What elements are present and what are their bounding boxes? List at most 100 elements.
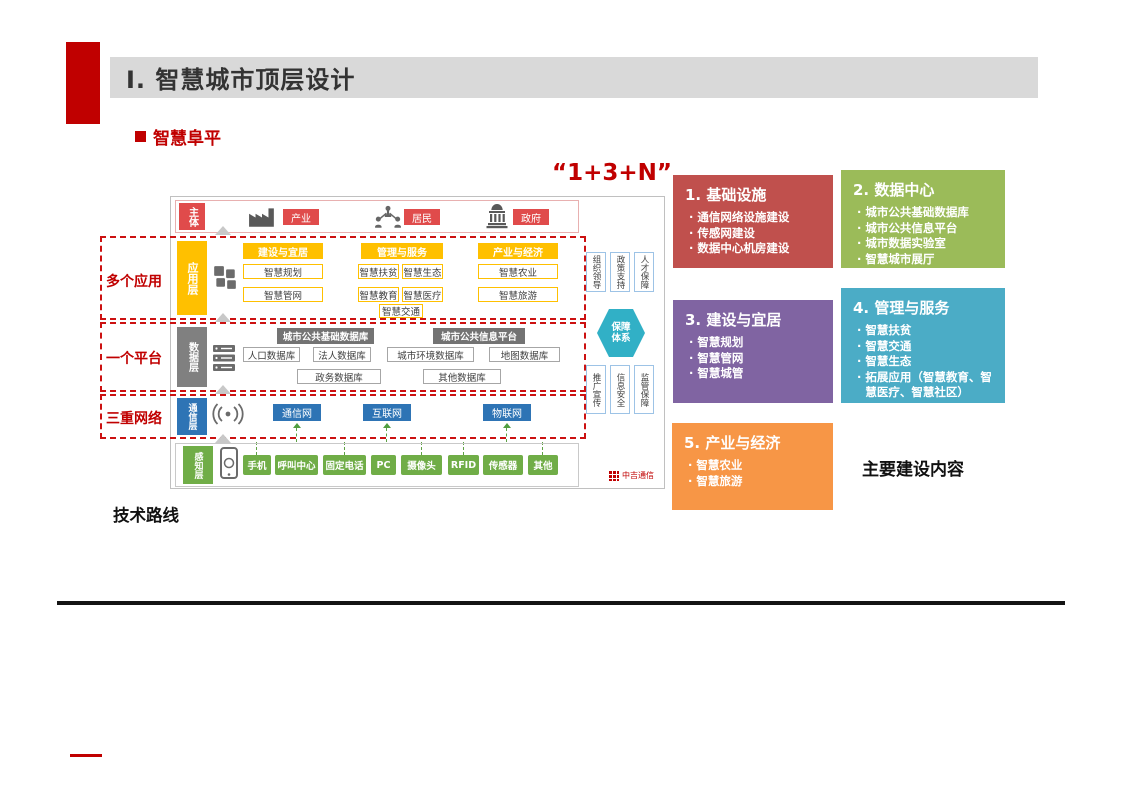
app-item-smart-traffic: 智慧交通 [379, 304, 423, 318]
device-sensor: 传感器 [483, 455, 523, 475]
tech-route-label: 技术路线 [113, 506, 179, 525]
vendor-name: 中吉通信 [622, 471, 654, 480]
device-call-center: 呼叫中心 [275, 455, 318, 475]
build-box-management: 4. 管理与服务 智慧扶贫 智慧交通 智慧生态 拓展应用（智慧教育、智慧医疗、智… [841, 288, 1005, 403]
guard-supervision: 监管保障 [634, 365, 654, 414]
build-box-title: 1. 基础设施 [685, 186, 767, 204]
app-item-smart-education: 智慧教育 [358, 287, 399, 302]
app-item-smart-poverty: 智慧扶贫 [358, 264, 399, 279]
app-group3-header: 产业与经济 [478, 243, 558, 259]
device-other: 其他 [528, 455, 558, 475]
db-other: 其他数据库 [423, 369, 501, 384]
corner-red-mark [70, 754, 102, 757]
smartphone-icon [220, 447, 238, 479]
vendor-grid-icon [608, 470, 619, 481]
guarantee-hexagon-label: 保障体系 [611, 321, 631, 344]
app-item-smart-planning: 智慧规划 [243, 264, 323, 279]
build-box-item: 智慧城管 [685, 366, 821, 382]
wireless-icon [212, 403, 244, 425]
device-landline: 固定电话 [323, 455, 366, 475]
subtitle-text: 智慧阜平 [153, 128, 221, 149]
connector-line [296, 428, 297, 442]
app-group1-header: 建设与宜居 [243, 243, 323, 259]
guard-talent: 人才保障 [634, 252, 654, 292]
connector-line [421, 442, 422, 455]
subject-item-residents: 居民 [404, 209, 440, 225]
build-box-item: 数据中心机房建设 [685, 241, 821, 257]
data-row-outline [100, 322, 586, 392]
connector-line [386, 428, 387, 442]
build-box-item: 智慧城市展厅 [853, 252, 993, 268]
device-camera: 摄像头 [401, 455, 442, 475]
build-box-item: 城市数据实验室 [853, 236, 993, 252]
perception-row [175, 443, 579, 487]
communication-layer-label: 通信层 [177, 398, 207, 435]
net-communication: 通信网 [273, 404, 321, 421]
title-accent-bar [66, 42, 100, 124]
data-header-basic-db: 城市公共基础数据库 [277, 328, 374, 344]
build-box-title: 4. 管理与服务 [853, 299, 950, 317]
app-item-smart-medical: 智慧医疗 [402, 287, 443, 302]
build-box-item: 智慧扶贫 [853, 323, 993, 339]
arrow-up-icon [383, 423, 391, 428]
subject-item-industry: 产业 [283, 209, 319, 225]
net-internet: 互联网 [363, 404, 411, 421]
device-rfid: RFID [448, 455, 479, 475]
apps-blocks-icon [214, 266, 236, 289]
connector-line [506, 428, 507, 442]
build-box-title: 3. 建设与宜居 [685, 311, 782, 329]
server-icon [213, 345, 235, 371]
factory-icon [249, 208, 274, 227]
bullet-square-icon [135, 130, 146, 142]
arrow-up-icon [503, 423, 511, 428]
app-group2-header: 管理与服务 [361, 243, 443, 259]
db-map: 地图数据库 [489, 347, 560, 362]
connector-line [463, 442, 464, 455]
build-box-title: 5. 产业与经济 [684, 434, 781, 452]
build-box-title: 2. 数据中心 [853, 181, 935, 199]
application-row-outline [100, 236, 586, 320]
guarantee-hexagon: 保障体系 [597, 309, 645, 357]
arrow-up-icon [293, 423, 301, 428]
build-box-item: 通信网络设施建设 [685, 210, 821, 226]
build-box-livability: 3. 建设与宜居 智慧规划 智慧管网 智慧城管 [673, 300, 833, 403]
guard-promotion: 推广宣传 [586, 365, 606, 414]
build-box-item: 传感网建设 [685, 226, 821, 242]
db-population: 人口数据库 [243, 347, 300, 362]
build-box-item: 城市公共基础数据库 [853, 205, 993, 221]
subject-item-government: 政府 [513, 209, 549, 225]
build-box-item: 智慧管网 [685, 351, 821, 367]
build-box-item: 智慧旅游 [684, 474, 821, 490]
layer-arrow-icon [215, 313, 231, 322]
guard-policy: 政策支持 [610, 252, 630, 292]
build-box-data-center: 2. 数据中心 城市公共基础数据库 城市公共信息平台 城市数据实验室 智慧城市展… [841, 170, 1005, 268]
build-box-item: 城市公共信息平台 [853, 221, 993, 237]
side-label-multi-apps: 多个应用 [106, 274, 162, 290]
db-city-environment: 城市环境数据库 [387, 347, 474, 362]
people-icon [375, 205, 401, 228]
build-box-item: 智慧规划 [685, 335, 821, 351]
device-pc: PC [371, 455, 396, 475]
section-subtitle: 智慧阜平 [135, 125, 221, 149]
app-item-smart-tourism: 智慧旅游 [478, 287, 558, 302]
build-box-item: 智慧农业 [684, 458, 821, 474]
network-row-outline [100, 394, 586, 439]
layer-arrow-icon [215, 385, 231, 394]
subject-layer-label: 主体 [179, 203, 205, 230]
application-layer-label: 应用层 [177, 241, 207, 315]
build-box-item: 智慧交通 [853, 339, 993, 355]
formula-label: “1+3+N” [552, 160, 673, 186]
bottom-divider [57, 601, 1065, 605]
app-item-smart-ecology: 智慧生态 [402, 264, 443, 279]
title-bar: I. 智慧城市顶层设计 [110, 57, 1038, 98]
build-box-item: 拓展应用（智慧教育、智慧医疗、智慧社区） [853, 370, 993, 401]
layer-arrow-icon [215, 226, 231, 235]
side-label-triple-network: 三重网络 [106, 411, 162, 427]
connector-line [542, 442, 543, 455]
side-label-one-platform: 一个平台 [106, 351, 162, 367]
net-iot: 物联网 [483, 404, 531, 421]
db-government-affairs: 政务数据库 [297, 369, 381, 384]
main-content-caption: 主要建设内容 [862, 460, 964, 480]
data-header-info-platform: 城市公共信息平台 [433, 328, 525, 344]
